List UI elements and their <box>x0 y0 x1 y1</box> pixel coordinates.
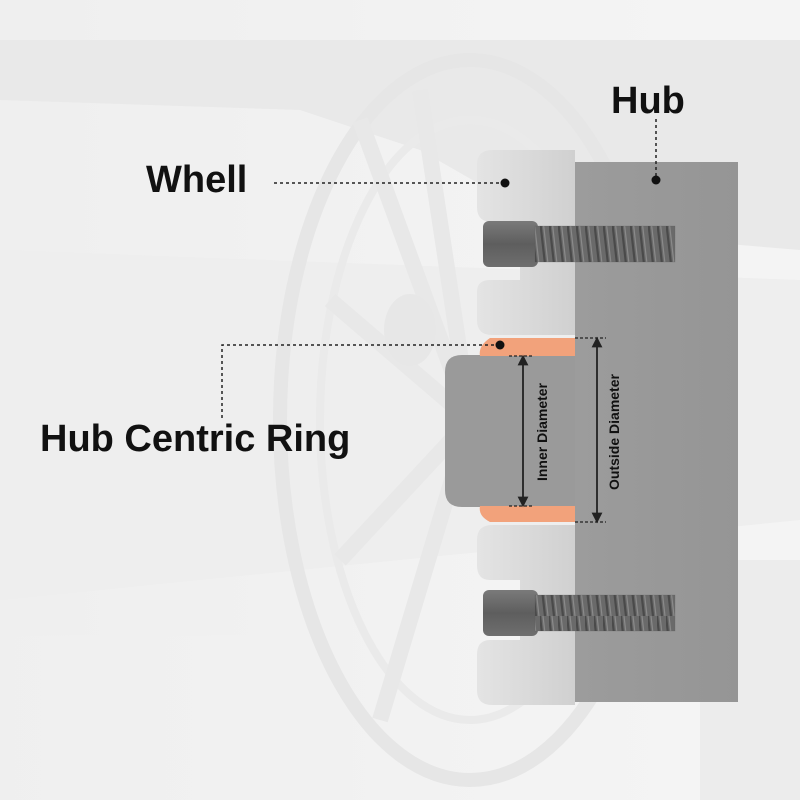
ring-leader-line <box>221 340 505 418</box>
hub-label: Hub <box>611 80 685 122</box>
bolt-icon <box>483 221 676 267</box>
ring-bottom <box>479 506 575 522</box>
inner-diameter-dimension <box>509 354 532 508</box>
wheel-label: Whell <box>146 159 248 201</box>
inner-diameter-label: Inner Diameter <box>534 382 550 482</box>
hub-centric-ring-label: Hub Centric Ring <box>40 418 351 460</box>
hub-leader-line <box>651 119 661 185</box>
bolt-icon <box>483 590 676 636</box>
hub-pilot <box>445 355 575 507</box>
ring-top <box>479 338 575 356</box>
outside-diameter-dimension <box>575 336 606 524</box>
outside-diameter-label: Outside Diameter <box>606 374 622 490</box>
wheel-leader-line <box>274 178 510 188</box>
